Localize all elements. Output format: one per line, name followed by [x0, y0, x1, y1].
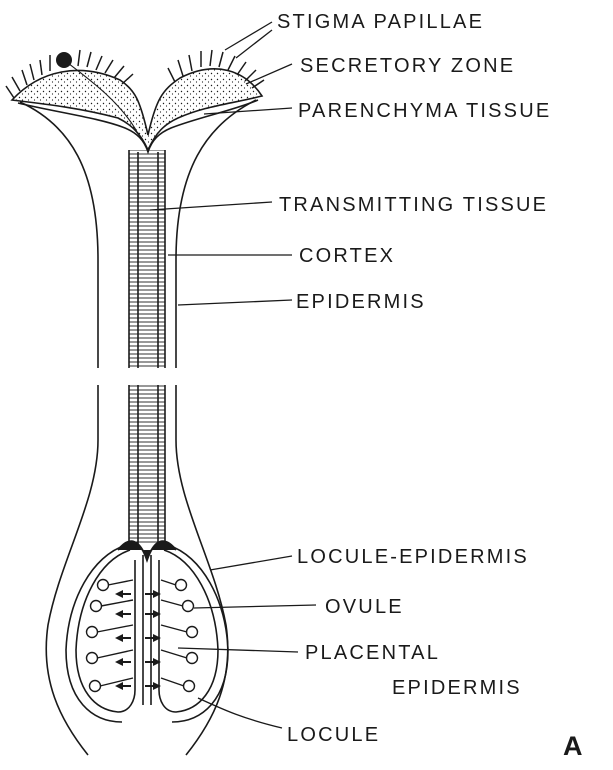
transmitting-tissue-lower	[129, 385, 165, 545]
label-ovule: OVULE	[325, 596, 404, 618]
style-upper	[20, 100, 256, 368]
ovules	[87, 580, 198, 692]
label-locule-epidermis: LOCULE-EPIDERMIS	[297, 546, 529, 568]
leader-transmitting	[150, 202, 272, 210]
label-cortex: CORTEX	[299, 245, 395, 267]
epidermis-right-upper	[176, 100, 256, 368]
leader-placental	[178, 648, 298, 652]
labels: STIGMA PAPILLAE SECRETORY ZONE PARENCHYM…	[277, 11, 583, 761]
panel-letter: A	[563, 731, 583, 761]
transmitting-tissue-upper	[129, 150, 165, 368]
label-transmitting-tissue: TRANSMITTING TISSUE	[279, 194, 548, 216]
leader-parenchyma	[204, 108, 292, 114]
leader-epidermis	[178, 300, 292, 305]
label-placental: PLACENTAL	[305, 642, 440, 664]
label-stigma-papillae: STIGMA PAPILLAE	[277, 11, 484, 33]
leader-lines	[150, 22, 316, 728]
leader-ovule	[194, 605, 316, 608]
label-epidermis: EPIDERMIS	[296, 291, 426, 313]
stigma	[6, 50, 264, 152]
pollen-tube-arrows	[115, 590, 161, 690]
label-placental-epidermis: EPIDERMIS	[392, 677, 522, 699]
leader-locule	[198, 698, 282, 728]
label-secretory-zone: SECRETORY ZONE	[300, 55, 515, 77]
leader-locule-epidermis	[210, 556, 292, 570]
epidermis-left-upper	[20, 102, 98, 368]
label-locule: LOCULE	[287, 724, 380, 746]
epidermis-left-lower	[46, 385, 98, 755]
label-parenchyma-tissue: PARENCHYMA TISSUE	[298, 100, 551, 122]
leader-stigma-papillae-2	[236, 30, 272, 58]
